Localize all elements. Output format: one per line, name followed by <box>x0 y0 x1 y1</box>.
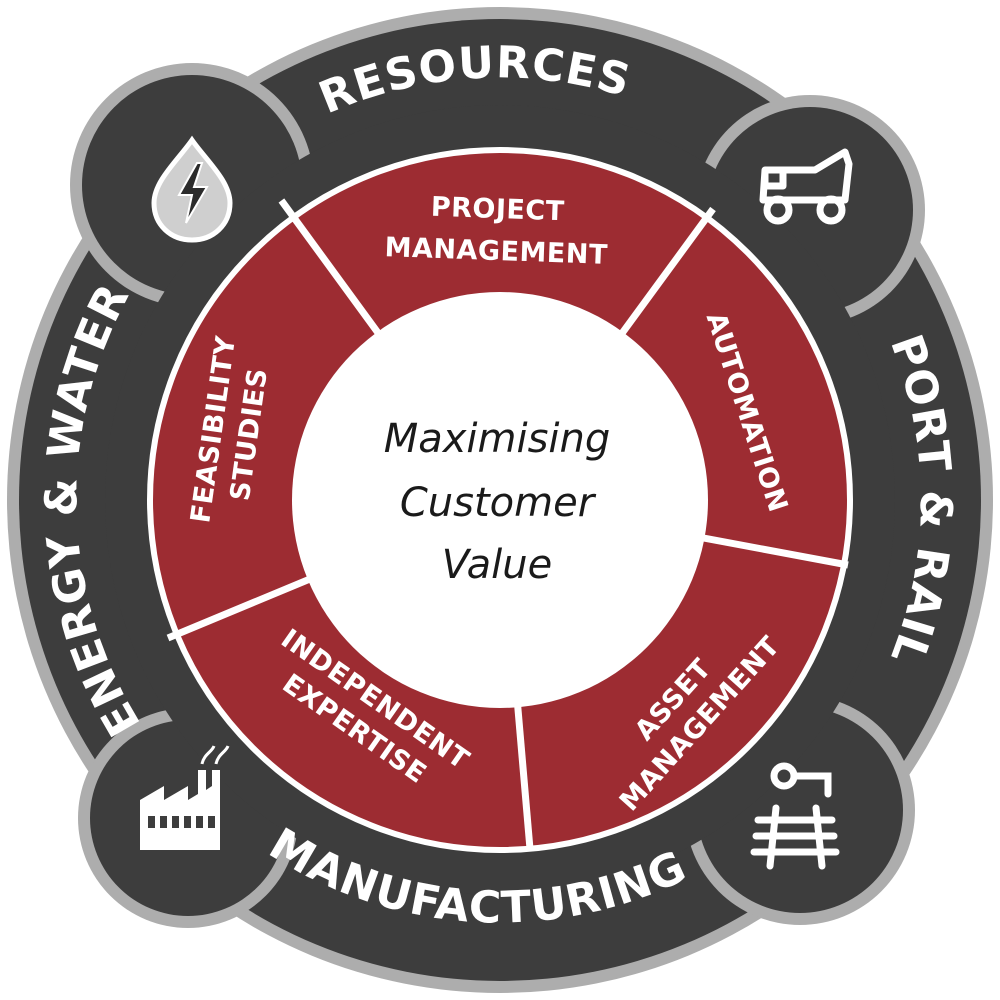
center-text-line3: Value <box>442 542 552 588</box>
center-text-line1: Maximising <box>384 416 611 462</box>
factory-icon <box>140 745 230 850</box>
center-text-line2: Customer <box>400 480 597 526</box>
inner-ring-edge <box>147 147 853 853</box>
dump-truck-icon <box>759 148 853 225</box>
railway-track-icon <box>750 762 840 870</box>
center-circle <box>292 292 708 708</box>
water-drop-lightning-icon <box>151 135 233 243</box>
service-label-project-management-line1: PROJECT <box>430 192 565 228</box>
center-hub: Maximising Customer Value <box>292 292 708 708</box>
